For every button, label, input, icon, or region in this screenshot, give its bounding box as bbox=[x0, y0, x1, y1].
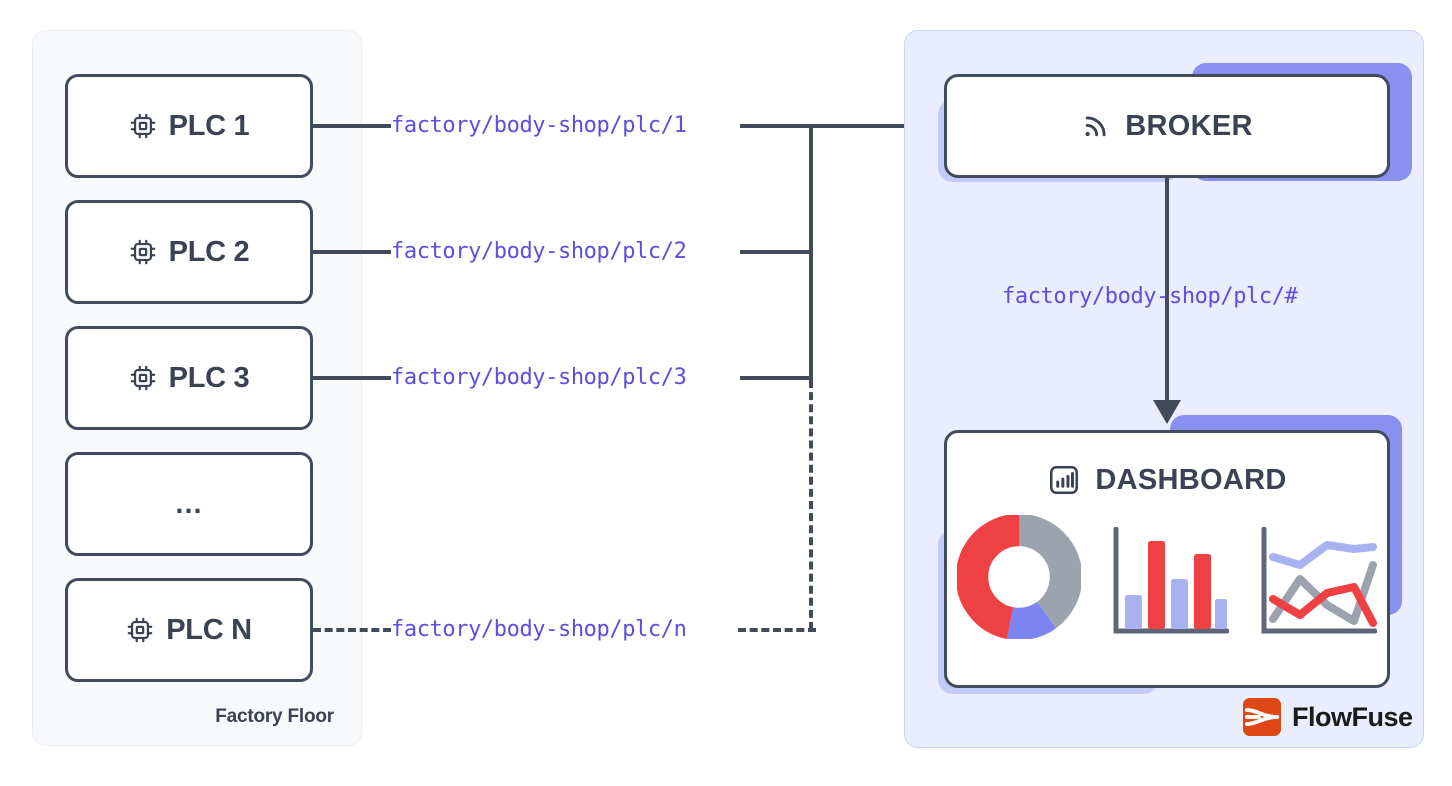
broker-label: BROKER bbox=[1125, 109, 1253, 142]
connector-plc3-right bbox=[740, 376, 813, 380]
connector-broker-to-dashboard bbox=[1165, 178, 1169, 420]
line-chart-widget bbox=[1261, 527, 1377, 634]
broker-card[interactable]: BROKER bbox=[944, 74, 1390, 178]
plc-card-ellipsis: ... bbox=[65, 452, 313, 556]
plc-card-1[interactable]: PLC 1 bbox=[65, 74, 313, 178]
arrow-to-dashboard-icon bbox=[1153, 400, 1181, 424]
flowfuse-wordmark: FlowFuse bbox=[1292, 701, 1413, 732]
connector-plcn-right-dashed bbox=[738, 628, 816, 632]
connector-plc1-right bbox=[740, 124, 940, 128]
topic-label-plc2: factory/body-shop/plc/2 bbox=[391, 239, 687, 264]
plc-card-label: ... bbox=[175, 487, 203, 520]
dashboard-charts bbox=[947, 515, 1387, 639]
topic-label-plcn: factory/body-shop/plc/n bbox=[391, 617, 687, 642]
plc-card-label: PLC 3 bbox=[168, 361, 250, 394]
plc-card-n[interactable]: PLC N bbox=[65, 578, 313, 682]
connector-plc1-left bbox=[313, 124, 391, 128]
connector-plcn-left-dashed bbox=[313, 628, 391, 632]
cpu-chip-icon bbox=[129, 238, 157, 266]
factory-floor-label: Factory Floor bbox=[215, 706, 334, 727]
cpu-chip-icon bbox=[126, 616, 154, 644]
cpu-chip-icon bbox=[129, 364, 157, 392]
cpu-chip-icon bbox=[129, 112, 157, 140]
flowfuse-brand: FlowFuse bbox=[1243, 698, 1413, 736]
plc-card-3[interactable]: PLC 3 bbox=[65, 326, 313, 430]
donut-chart-widget bbox=[957, 515, 1081, 639]
dashboard-label: DASHBOARD bbox=[1095, 463, 1287, 496]
topic-label-plc1: factory/body-shop/plc/1 bbox=[391, 113, 687, 138]
flowfuse-logo-icon bbox=[1243, 698, 1281, 736]
bar-chart-widget bbox=[1113, 527, 1229, 634]
plc-card-label: PLC 2 bbox=[168, 235, 250, 268]
plc-card-2[interactable]: PLC 2 bbox=[65, 200, 313, 304]
connector-plc2-left bbox=[313, 250, 391, 254]
plc-card-label: PLC 1 bbox=[168, 109, 250, 142]
bus-vertical-solid bbox=[809, 124, 813, 380]
dashboard-header: DASHBOARD bbox=[947, 463, 1387, 497]
topic-label-plc3: factory/body-shop/plc/3 bbox=[391, 365, 687, 390]
connector-plc2-right bbox=[740, 250, 813, 254]
topic-label-subscription: factory/body-shop/plc/# bbox=[1002, 284, 1298, 309]
bar-chart-box-icon bbox=[1047, 463, 1081, 497]
rss-broadcast-icon bbox=[1081, 111, 1111, 141]
bus-vertical-dashed bbox=[809, 380, 813, 630]
connector-plc3-left bbox=[313, 376, 391, 380]
dashboard-card[interactable]: DASHBOARD bbox=[944, 430, 1390, 688]
plc-card-label: PLC N bbox=[166, 613, 252, 646]
